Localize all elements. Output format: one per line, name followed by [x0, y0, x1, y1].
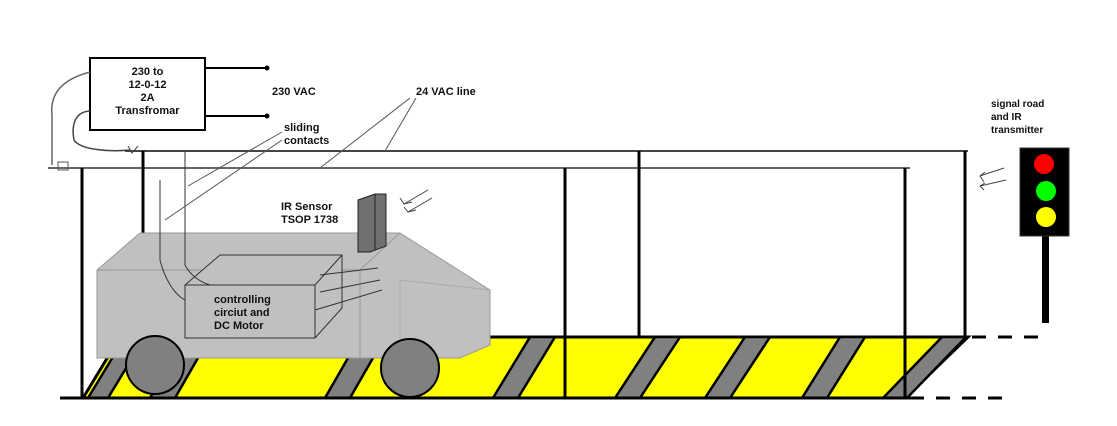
label-line: contacts	[284, 135, 330, 147]
line-label: 24 VAC line	[416, 86, 476, 98]
transformer-line: Transfromar	[115, 105, 180, 117]
label-line: controlling	[214, 294, 271, 306]
label-line: and IR	[991, 112, 1022, 123]
rear-wheel	[125, 335, 185, 395]
transformer-label: 230 to 12-0-12 2A Transfromar	[90, 66, 205, 118]
green-light	[1036, 181, 1056, 201]
yellow-light	[1036, 207, 1056, 227]
label-leaders	[164, 97, 417, 221]
mains-label: 230 VAC	[272, 86, 316, 98]
red-light	[1034, 154, 1054, 174]
label-line: TSOP 1738	[281, 214, 339, 226]
ir-sensor-label: IR Sensor TSOP 1738	[281, 201, 338, 227]
ir-sensor	[357, 193, 387, 253]
sliding-contacts-label: sliding contacts	[284, 122, 329, 148]
controller-label: controlling circiut and DC Motor	[214, 294, 271, 333]
label-line: IR Sensor	[281, 201, 333, 213]
ir-signal-arrows	[399, 167, 1007, 213]
label-line: signal road	[991, 99, 1045, 110]
label-line: DC Motor	[214, 320, 264, 332]
transformer-line: 230 to	[131, 66, 164, 78]
traffic-light	[1019, 147, 1070, 323]
wires	[159, 152, 383, 311]
track-continuation	[910, 335, 1050, 400]
signal-label: signal road and IR transmitter	[991, 98, 1044, 137]
transformer	[51, 57, 270, 171]
front-wheel	[380, 338, 440, 398]
car	[96, 152, 491, 398]
transformer-line: 12-0-12	[128, 79, 167, 91]
label-line: transmitter	[991, 125, 1044, 136]
label-line: sliding	[284, 122, 320, 134]
controller-box	[184, 254, 343, 339]
transformer-line: 2A	[140, 92, 155, 104]
label-line: circiut and	[214, 307, 270, 319]
